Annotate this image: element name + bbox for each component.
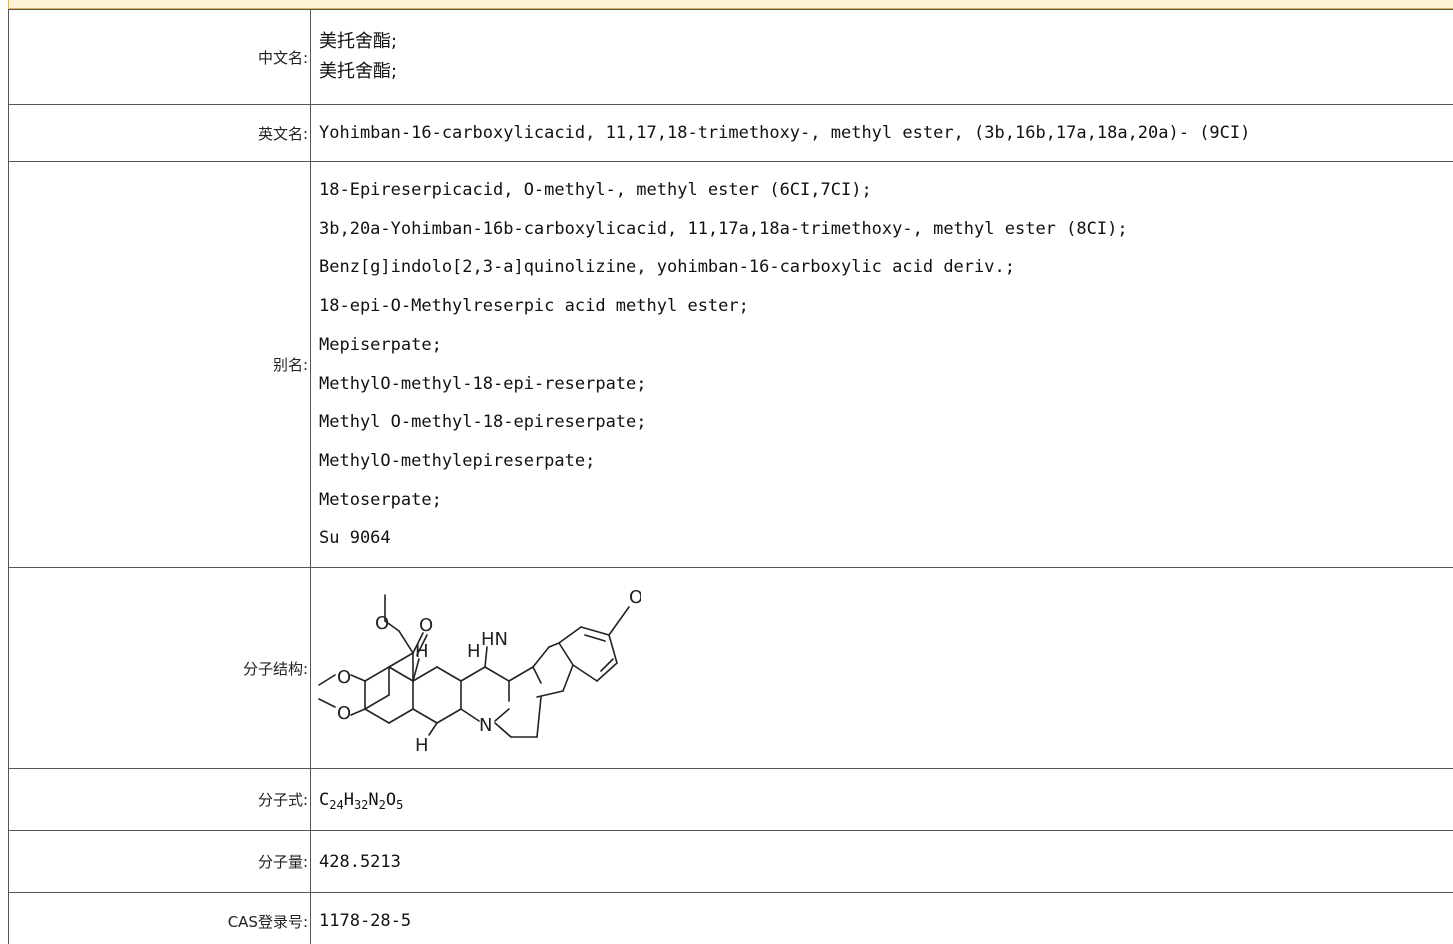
label-english-name: 英文名: — [8, 104, 311, 162]
alias-item: Benz[g]indolo[2,3-a]quinolizine, yohimba… — [319, 257, 1015, 278]
formula-count: 32 — [353, 797, 369, 812]
alias-item: MethylO-methyl-18-epi-reserpate; — [319, 373, 647, 394]
alias-item: 18-Epireserpicacid, O-methyl-, methyl es… — [319, 179, 872, 200]
row-chinese-name: 中文名: 美托舍酯; 美托舍酯; — [8, 9, 1453, 105]
formula-count: 2 — [378, 797, 386, 812]
chinese-name-line: 美托舍酯; — [319, 61, 398, 82]
atom-label: O — [419, 615, 433, 636]
formula-element: H — [343, 789, 354, 810]
label-chinese-name: 中文名: — [8, 9, 311, 105]
value-molecular-weight: 428.5213 — [310, 830, 1453, 893]
label-aliases: 别名: — [8, 161, 311, 568]
value-aliases: 18-Epireserpicacid, O-methyl-, methyl es… — [310, 161, 1453, 568]
formula-element: N — [368, 789, 379, 810]
molecular-structure-image: O O O O O HN N H H H — [318, 587, 641, 756]
formula-count: 5 — [396, 797, 404, 812]
row-formula: 分子式: C24H32N2O5 — [8, 768, 1453, 831]
alias-item: Mepiserpate; — [319, 334, 442, 355]
alias-item: Methyl O-methyl-18-epireserpate; — [319, 412, 647, 433]
row-aliases: 别名: 18-Epireserpicacid, O-methyl-, methy… — [8, 161, 1453, 568]
row-structure: 分子结构: — [8, 567, 1453, 769]
label-formula: 分子式: — [8, 768, 311, 831]
label-molecular-weight: 分子量: — [8, 830, 311, 893]
alias-item: Su 9064 — [319, 528, 391, 549]
row-cas: CAS登录号: 1178-28-5 — [8, 892, 1453, 944]
value-cas: 1178-28-5 — [310, 892, 1453, 944]
row-english-name: 英文名: Yohimban-16-carboxylicacid, 11,17,1… — [8, 104, 1453, 162]
label-structure: 分子结构: — [8, 567, 311, 769]
atom-label: N — [479, 715, 492, 736]
alias-item: Metoserpate; — [319, 489, 442, 510]
atom-label: HN — [481, 629, 508, 650]
value-structure: O O O O O HN N H H H — [310, 567, 1453, 769]
atom-label: H — [415, 735, 429, 756]
alias-item: 18-epi-O-Methylreserpic acid methyl este… — [319, 296, 749, 317]
atom-label: H — [467, 641, 481, 662]
formula-count: 24 — [329, 797, 344, 812]
compound-properties-table: 中文名: 美托舍酯; 美托舍酯; 英文名: Yohimban-16-carbox… — [8, 9, 1453, 944]
alias-item: 3b,20a-Yohimban-16b-carboxylicacid, 11,1… — [319, 218, 1128, 239]
atom-label: H — [415, 641, 429, 662]
formula-element: O — [385, 789, 397, 810]
value-english-name: Yohimban-16-carboxylicacid, 11,17,18-tri… — [310, 104, 1453, 162]
label-cas: CAS登录号: — [8, 892, 311, 944]
atom-label: O — [337, 667, 351, 688]
top-header-bar — [8, 0, 1453, 9]
value-chinese-name: 美托舍酯; 美托舍酯; — [310, 9, 1453, 105]
row-molecular-weight: 分子量: 428.5213 — [8, 830, 1453, 893]
chinese-name-line: 美托舍酯; — [319, 31, 398, 52]
value-formula: C24H32N2O5 — [310, 768, 1453, 831]
atom-label: O — [375, 613, 389, 634]
atom-label: O — [337, 703, 351, 724]
alias-item: MethylO-methylepireserpate; — [319, 450, 596, 471]
atom-label: O — [629, 587, 641, 608]
formula-element: C — [319, 789, 330, 810]
